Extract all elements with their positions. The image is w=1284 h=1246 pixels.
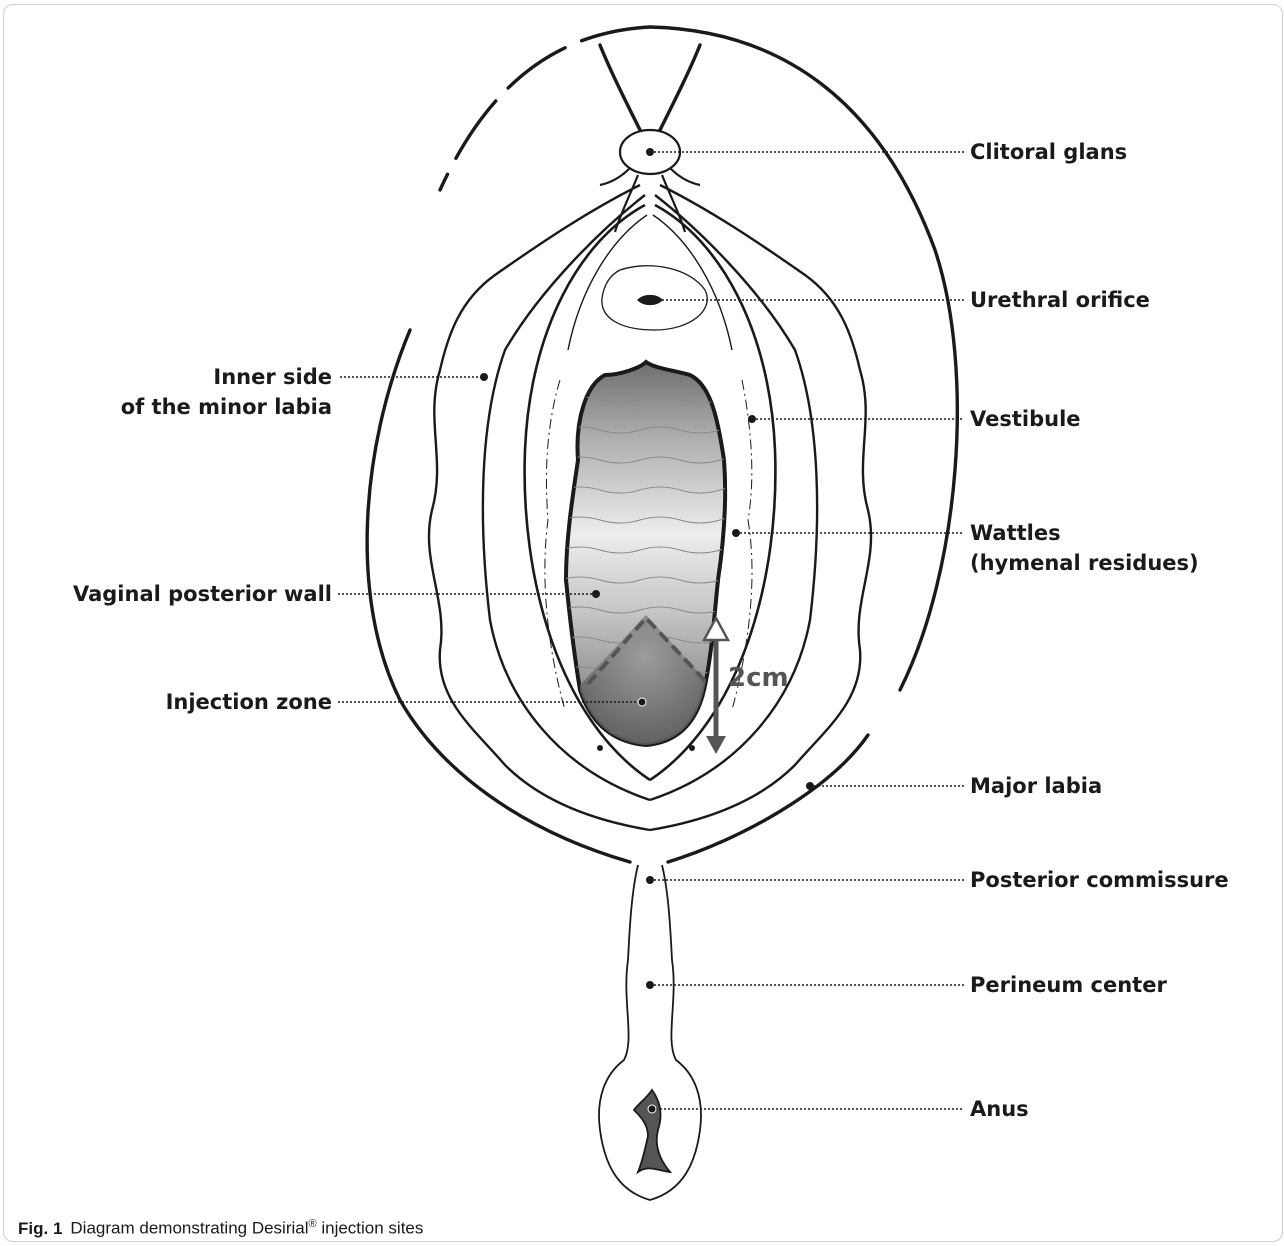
caption-text-end: injection sites [317, 1219, 424, 1238]
caption-text: Diagram demonstrating Desirial [70, 1219, 308, 1238]
caption-figure-number: Fig. 1 [18, 1219, 62, 1238]
anatomy-diagram: 2cm Clitoral glans Urethral orific [0, 0, 1284, 1210]
label-vestibule: Vestibule [970, 407, 1081, 431]
perineum-anus [599, 865, 701, 1200]
figure-caption: Fig. 1 Diagram demonstrating Desirial® in… [18, 1218, 423, 1239]
dimension-label: 2cm [728, 663, 789, 693]
label-inner-side-line2: of the minor labia [121, 395, 332, 419]
urethral-area [602, 266, 707, 330]
label-perineum-center: Perineum center [970, 973, 1167, 997]
label-anus: Anus [970, 1097, 1029, 1121]
label-posterior-commissure: Posterior commissure [970, 868, 1229, 892]
caption-registered-mark: ® [309, 1218, 317, 1230]
label-urethral-orifice: Urethral orifice [970, 288, 1150, 312]
label-inner-side-line1: Inner side [213, 365, 332, 389]
label-vaginal-posterior-wall: Vaginal posterior wall [73, 582, 332, 606]
label-wattles-line1: Wattles [970, 521, 1061, 545]
dimension-arrow: 2cm [704, 618, 789, 754]
label-major-labia: Major labia [970, 774, 1102, 798]
label-clitoral-glans: Clitoral glans [970, 140, 1127, 164]
label-injection-zone: Injection zone [166, 690, 332, 714]
label-wattles-line2: (hymenal residues) [970, 551, 1199, 575]
clitoris-area [600, 130, 700, 232]
